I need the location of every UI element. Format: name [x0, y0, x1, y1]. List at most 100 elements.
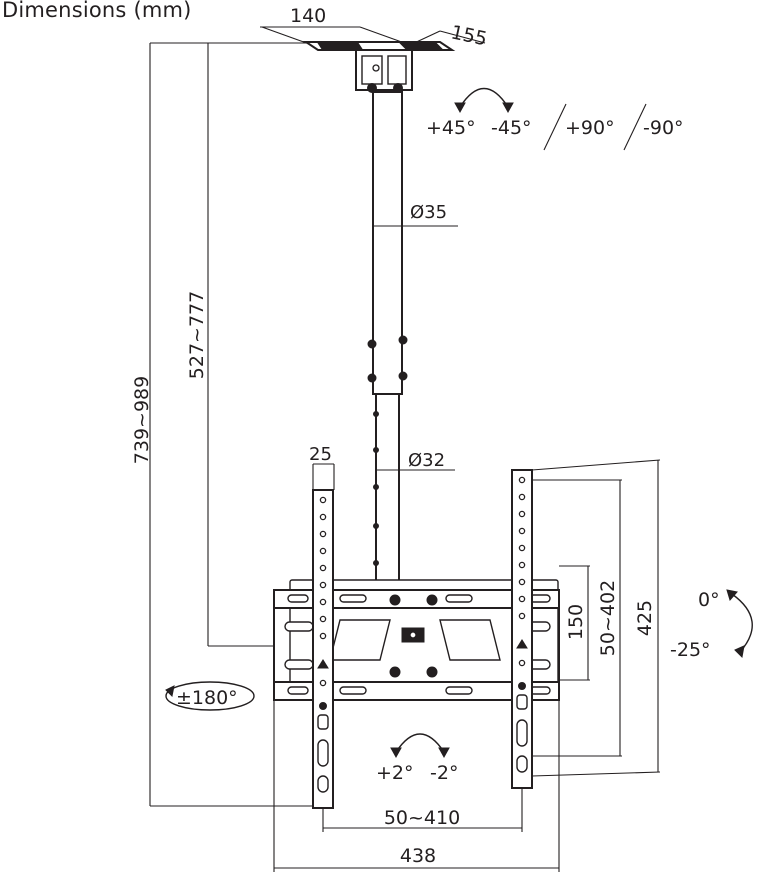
plate-slot-left [317, 42, 363, 50]
vertical-dimensions-right [531, 459, 661, 777]
upper-pole-tube [372, 91, 403, 395]
level-arrow-left [390, 747, 402, 759]
frame-slot [287, 686, 309, 695]
frame-lock-hole [409, 631, 417, 639]
arm-slot [516, 755, 528, 773]
frame-brace-left [329, 619, 391, 661]
frame-slot [339, 686, 367, 695]
frame-bolt [389, 666, 401, 678]
frame-bolt [389, 594, 401, 606]
arm-hole [518, 476, 526, 484]
rotation-arrow-left [454, 102, 466, 114]
rotation-minus90-label: -90° [643, 117, 684, 139]
arm-hole [319, 598, 327, 606]
frame-bolt [426, 594, 438, 606]
drop-height-label: 527~777 [186, 291, 208, 379]
frame-slot [445, 686, 473, 695]
lower-pole-diameter-label: Ø32 [408, 450, 445, 471]
total-width-label: 438 [400, 845, 436, 867]
arm-hole [319, 615, 327, 623]
plate-slot-right [398, 42, 444, 50]
tilt-arc [731, 593, 753, 653]
level-arc [395, 733, 445, 753]
rotation-arrow-right [502, 102, 514, 114]
arm-hole [319, 530, 327, 538]
arm-hole [319, 581, 327, 589]
bracket-plate-right [387, 55, 407, 85]
lower-pole [373, 393, 455, 591]
tilt-minus25-label: -25° [670, 639, 711, 661]
lower-hole-5 [373, 560, 379, 566]
swivel-ellipse [165, 681, 255, 711]
arm-screw [319, 702, 327, 710]
pole-pin-4 [398, 371, 408, 381]
frame-bolt [426, 666, 438, 678]
level-plus2-label: +2° [376, 762, 414, 784]
upper-pole [367, 91, 458, 395]
arm-up-arrow [516, 639, 528, 649]
total-height-label: 739~989 [131, 376, 153, 464]
arm-slot [317, 739, 329, 767]
frame-slot [287, 594, 309, 603]
arm-hole [518, 595, 526, 603]
arm-top-extension [531, 459, 661, 471]
plate-depth-extension [439, 30, 486, 44]
tilt-arrow-bottom [734, 645, 745, 659]
plate-depth-label: 155 [449, 21, 489, 50]
plate-width-label: 140 [290, 5, 326, 27]
arm-hole [518, 527, 526, 535]
level-indicator [390, 733, 450, 759]
tilt-arrow-top [726, 589, 738, 602]
rotation-arc [459, 88, 509, 108]
frame-slot [445, 594, 473, 603]
arm-height-label: 425 [634, 600, 656, 636]
height-dimensions [149, 43, 320, 807]
tilt-zero-label: 0° [698, 589, 720, 611]
lower-hole-2 [373, 447, 379, 453]
lower-hole-4 [373, 523, 379, 529]
arm-up-arrow [317, 659, 329, 669]
arm-hole [319, 496, 327, 504]
right-arm [511, 469, 533, 789]
rotation-separator-1 [543, 103, 567, 151]
arm-hole [518, 578, 526, 586]
arm-hole [319, 513, 327, 521]
arm-hole [518, 612, 526, 620]
arm-slot [317, 775, 329, 793]
arm-hole [518, 493, 526, 501]
swivel-arrow [165, 685, 175, 698]
vesa-horizontal-label: 50~410 [384, 807, 460, 829]
level-minus2-label: -2° [430, 762, 458, 784]
arm-hole [319, 547, 327, 555]
arm-hole [319, 632, 327, 640]
arm-bottom-extension [531, 771, 661, 777]
frame-slot [284, 621, 314, 632]
pole-pin-2 [398, 335, 408, 345]
rotation-plus90-label: +90° [565, 117, 615, 139]
lower-hole-1 [373, 411, 379, 417]
arm-screw [518, 682, 526, 690]
frame-brace-right [439, 619, 501, 661]
swivel-indicator [165, 681, 255, 711]
swivel-label: ±180° [176, 687, 238, 709]
lower-pole-tube [375, 393, 400, 591]
pole-pin-1 [367, 339, 377, 349]
frame-slot [339, 594, 367, 603]
bracket-hole [372, 64, 380, 72]
rotation-indicator-top [454, 88, 647, 151]
arm-hole [518, 544, 526, 552]
arm-width-label: 25 [309, 444, 332, 465]
upper-pole-diameter-label: Ø35 [410, 202, 447, 223]
rotation-plus45-label: +45° [426, 117, 476, 139]
frame-height-label: 150 [565, 604, 587, 640]
arm-hole [319, 564, 327, 572]
lower-hole-3 [373, 484, 379, 490]
horizontal-dimensions [273, 680, 560, 872]
arm-hole [518, 659, 526, 667]
frame-slot [284, 659, 314, 670]
rotation-minus45-label: -45° [491, 117, 532, 139]
page-title: Dimensions (mm) [2, 0, 192, 22]
vesa-vertical-label: 50~402 [597, 580, 619, 656]
